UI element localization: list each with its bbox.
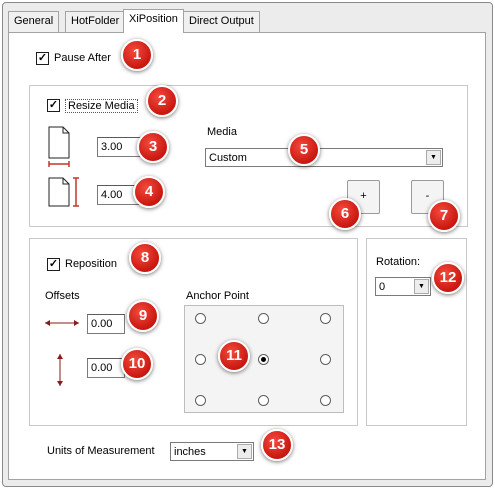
tab-label: HotFolder	[71, 15, 120, 27]
x-offset-input[interactable]: 0.00	[87, 314, 125, 334]
tab-label: Direct Output	[189, 15, 254, 27]
callout-badge: 7	[428, 200, 460, 232]
units-selected-value: inches	[174, 446, 206, 458]
callout-badge: 8	[129, 242, 161, 274]
media-label: Media	[207, 126, 237, 138]
chevron-down-icon[interactable]: ▼	[414, 279, 429, 294]
anchor-top-center-radio[interactable]	[258, 313, 269, 324]
callout-badge: 10	[121, 348, 153, 380]
anchor-middle-left-radio[interactable]	[195, 354, 206, 365]
rotation-selected-value: 0	[379, 281, 386, 293]
callout-badge: 5	[288, 134, 320, 166]
units-select[interactable]: inches ▼	[170, 442, 254, 461]
pause-after-checkbox[interactable]: ✓	[36, 52, 49, 65]
callout-badge: 6	[329, 198, 361, 230]
anchor-bottom-center-radio[interactable]	[258, 395, 269, 406]
anchor-top-right-radio[interactable]	[320, 313, 331, 324]
y-offset-input[interactable]: 0.00	[87, 358, 125, 378]
resize-media-checkbox[interactable]: ✓	[47, 99, 60, 112]
media-select[interactable]: Custom ▼	[205, 148, 443, 167]
rotation-label: Rotation:	[376, 256, 421, 268]
callout-badge: 4	[133, 176, 165, 208]
vertical-arrow-icon	[57, 354, 63, 386]
media-selected-value: Custom	[209, 152, 247, 164]
reposition-checkbox[interactable]: ✓	[47, 258, 60, 271]
tab-xiposition[interactable]: XiPosition	[123, 9, 184, 33]
callout-badge: 9	[127, 300, 159, 332]
callout-badge: 12	[432, 262, 464, 294]
pause-after-label: Pause After	[54, 52, 111, 64]
anchor-bottom-left-radio[interactable]	[195, 395, 206, 406]
anchor-bottom-right-radio[interactable]	[320, 395, 331, 406]
media-width-input[interactable]: 3.00	[97, 137, 143, 157]
offsets-label: Offsets	[45, 290, 80, 302]
callout-badge: 11	[218, 340, 250, 372]
tab-direct-output[interactable]: Direct Output	[183, 11, 260, 32]
horizontal-arrow-icon	[45, 320, 79, 326]
rotation-select[interactable]: 0 ▼	[375, 277, 431, 296]
anchor-top-left-radio[interactable]	[195, 313, 206, 324]
tab-label: XiPosition	[129, 13, 178, 25]
callout-badge: 13	[261, 429, 293, 461]
reposition-group	[29, 238, 358, 426]
page-height-icon	[48, 177, 79, 207]
reposition-label: Reposition	[65, 258, 117, 270]
callout-badge: 1	[121, 39, 153, 71]
tab-hotfolder[interactable]: HotFolder	[65, 11, 126, 32]
resize-media-group	[29, 85, 468, 227]
rotation-group	[366, 238, 467, 426]
resize-media-label: Resize Media	[65, 99, 138, 113]
units-label: Units of Measurement	[47, 445, 155, 457]
tab-label: General	[14, 15, 54, 27]
anchor-point-label: Anchor Point	[186, 290, 249, 302]
chevron-down-icon[interactable]: ▼	[237, 444, 252, 459]
anchor-center-radio[interactable]	[258, 354, 269, 365]
callout-badge: 3	[137, 131, 169, 163]
chevron-down-icon[interactable]: ▼	[426, 150, 441, 165]
callout-badge: 2	[146, 85, 178, 117]
tab-general[interactable]: General	[8, 11, 60, 32]
page-width-icon	[48, 126, 70, 167]
anchor-middle-right-radio[interactable]	[320, 354, 331, 365]
